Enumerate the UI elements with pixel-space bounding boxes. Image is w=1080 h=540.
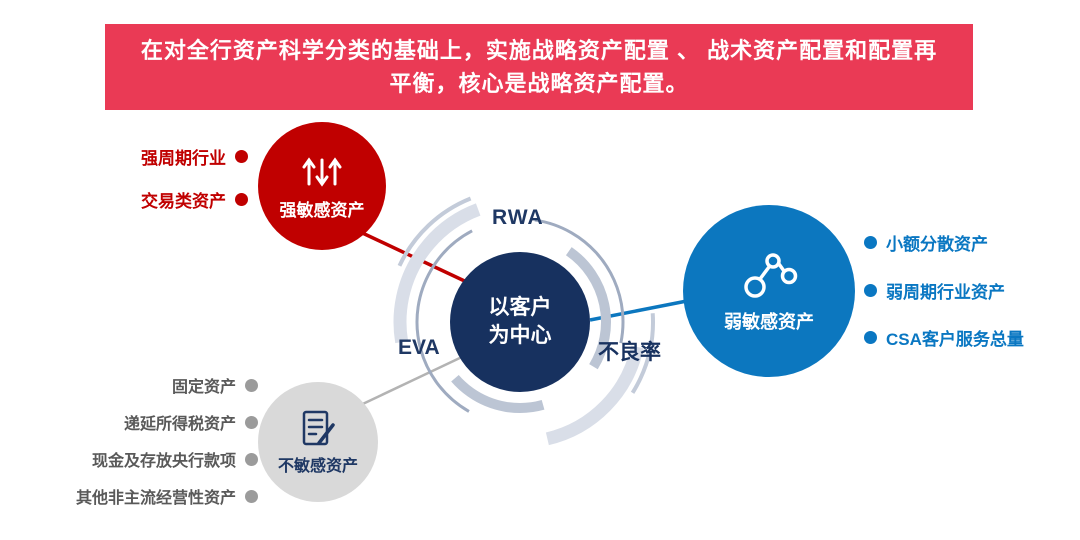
- sort-arrows-icon: [299, 152, 345, 192]
- orbit-arcs: [385, 187, 655, 457]
- bullet-dot: [245, 378, 258, 392]
- insensitive-bullet-item: 递延所得税资产: [124, 410, 258, 434]
- bullet-dot: [864, 331, 877, 344]
- bullet-label: 弱周期行业资产: [886, 283, 1005, 302]
- bullet-dot: [245, 415, 258, 429]
- bullet-dot: [864, 236, 877, 249]
- center-label-line1: 以客户: [488, 295, 552, 319]
- center-node: 以客户 为中心: [450, 252, 590, 392]
- metric-npl: 不良率: [598, 341, 661, 364]
- insensitive-bullet-item: 固定资产: [172, 373, 258, 397]
- strong-bullet-item: 强周期行业: [141, 144, 248, 169]
- bullet-label: 递延所得税资产: [123, 416, 236, 433]
- bullet-dot: [864, 284, 877, 297]
- weak-bullet-item: 弱周期行业资产: [864, 278, 1005, 303]
- bullet-label: CSA客户服务总量: [886, 330, 1024, 349]
- document-pen-icon: [298, 408, 338, 450]
- insensitive-node-label: 不敏感资产: [277, 458, 358, 475]
- weak-bullet-item: 小额分散资产: [864, 230, 988, 255]
- insensitive-bullet-item: 其他非主流经营性资产: [76, 484, 258, 508]
- title-banner: 在对全行资产科学分类的基础上，实施战略资产配置 、 战术资产配置和配置再平衡，核…: [105, 24, 973, 110]
- molecule-icon: [738, 248, 800, 302]
- bullet-label: 现金及存放央行款项: [91, 453, 236, 470]
- bullet-label: 交易类资产: [141, 192, 226, 211]
- weak-sensitive-node: 弱敏感资产: [683, 205, 855, 377]
- weak-bullet-item: CSA客户服务总量: [864, 325, 1024, 350]
- bullet-dot: [235, 150, 248, 163]
- bullet-label: 其他非主流经营性资产: [75, 490, 236, 507]
- weak-node-label: 弱敏感资产: [724, 312, 814, 332]
- bullet-label: 固定资产: [171, 379, 236, 396]
- insensitive-bullet-item: 现金及存放央行款项: [92, 447, 258, 471]
- connector-insensitive-line: [349, 354, 465, 412]
- bullet-dot: [245, 489, 258, 503]
- bullet-dot: [245, 452, 258, 466]
- metric-rwa: RWA: [492, 206, 544, 229]
- center-label-line2: 为中心: [488, 324, 552, 347]
- strong-sensitive-node: 强敏感资产: [258, 122, 386, 250]
- bullet-label: 强周期行业: [141, 149, 226, 168]
- strong-node-label: 强敏感资产: [279, 200, 365, 220]
- insensitive-node: 不敏感资产: [258, 382, 378, 502]
- bullet-dot: [235, 193, 248, 206]
- metric-eva: EVA: [398, 336, 440, 359]
- bullet-label: 小额分散资产: [886, 235, 988, 254]
- strong-bullet-item: 交易类资产: [141, 187, 248, 212]
